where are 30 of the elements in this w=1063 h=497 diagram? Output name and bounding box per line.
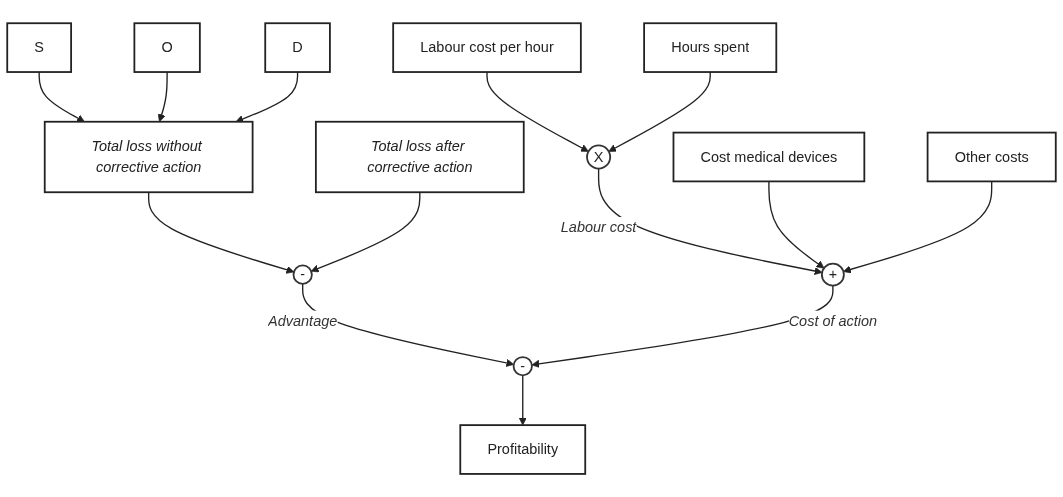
node-box: Other costs: [926, 131, 1057, 183]
node-box: Total loss without corrective action: [43, 120, 254, 194]
node-box: Cost medical devices: [672, 131, 866, 183]
arrow: [843, 180, 993, 274]
arrow: [148, 191, 295, 274]
node-box: Profitability: [459, 424, 587, 475]
arrow: [608, 71, 711, 152]
arrow: [38, 71, 85, 123]
node-box: D: [264, 22, 331, 73]
arrow: [768, 180, 825, 269]
arrow: [518, 374, 527, 426]
arrow: [597, 167, 823, 275]
arrow: [235, 71, 299, 123]
node-circle: X: [586, 144, 612, 170]
node-circle: -: [512, 356, 533, 377]
node-box: Hours spent: [643, 22, 778, 73]
edge-label: Labour cost: [560, 219, 637, 236]
arrow: [157, 71, 168, 123]
node-box: Labour cost per hour: [392, 22, 582, 73]
edge-label: Advantage: [268, 313, 338, 329]
arrow: [302, 283, 515, 367]
node-box: Total loss after corrective action: [314, 120, 525, 194]
arrow: [310, 191, 421, 273]
node-circle: -: [292, 264, 313, 285]
edge-label: Cost of action: [788, 313, 878, 329]
node-box: O: [133, 22, 201, 73]
node-box: S: [6, 22, 72, 73]
arrow: [531, 284, 834, 368]
node-circle: +: [820, 262, 845, 287]
arrow: [486, 71, 589, 152]
